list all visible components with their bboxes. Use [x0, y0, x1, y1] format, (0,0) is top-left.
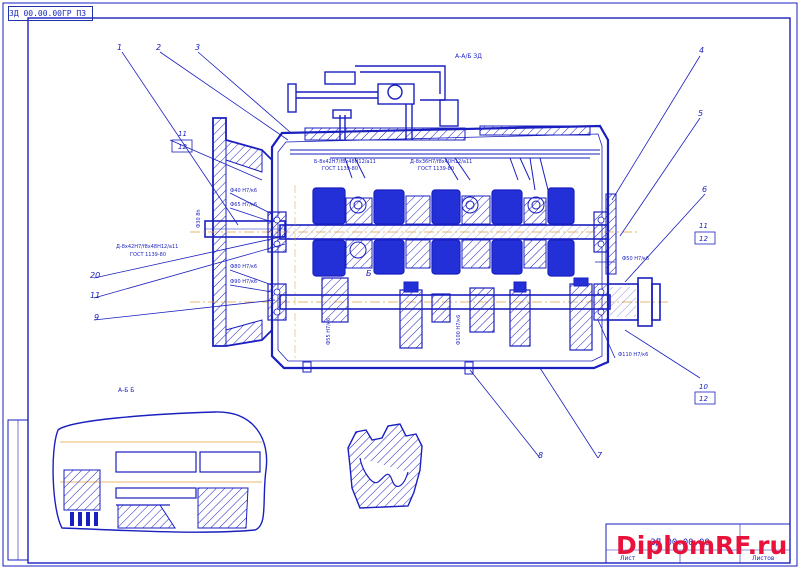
dim-d1: Ф40 Н7/к6 [230, 188, 257, 194]
dim-d2: Ф65 Н7/к6 [230, 202, 257, 208]
dim-spline2b: ГОСТ 1139-80 [418, 166, 454, 172]
drawing-code-stamp: ЗД 00.00.00ГР ПЗ 15.05.2005 [8, 6, 93, 21]
label-10-right: 10 [699, 383, 708, 391]
dim-spline1b: ГОСТ 1139-80 [322, 166, 358, 172]
dim-spline1: Б-8х42Н7/f8х48Н12/а11 [314, 159, 376, 165]
view-title: А-А/Б ЗД [455, 53, 482, 60]
label-12-top: 12 [178, 143, 187, 151]
title-code: ЗД 00.00.00 [650, 538, 710, 548]
section-title: А-Б Б [118, 387, 134, 394]
title-sheets: Листов [752, 555, 775, 562]
leader-lines [93, 51, 706, 459]
label-12b-right: 12 [699, 395, 708, 403]
dim-d3: Ф80 Н7/к6 [230, 264, 257, 270]
label-12-right: 12 [699, 235, 708, 243]
label-11-top: 11 [178, 130, 187, 138]
callout-2: 2 [156, 43, 161, 52]
callout-8: 8 [538, 451, 543, 460]
output-flange [607, 277, 661, 327]
top-cover [304, 127, 466, 141]
callout-5: 5 [698, 109, 703, 118]
title-block [605, 523, 791, 564]
label-11-right: 11 [699, 222, 708, 230]
dim-spline3: Д-8х42Н7/f8х48Н12/а11 [116, 244, 178, 250]
dim-d7: Ф55 Н7/к6 [326, 318, 332, 345]
bearings [267, 211, 609, 321]
dim-d4: Ф90 Н7/к6 [230, 279, 257, 285]
callout-1: 1 [117, 43, 122, 52]
title-sheet: Лист [620, 555, 636, 562]
shift-mechanism [287, 65, 459, 140]
main-shaft-gears [312, 187, 575, 277]
dim-shaft: Ф30 8h [196, 209, 202, 228]
callout-3: 3 [195, 43, 200, 52]
callout-b: Б [366, 269, 372, 278]
dim-spline2: Д-8х36Н7/f8х40Н12/а11 [410, 159, 472, 165]
detail-outline [52, 411, 268, 533]
callout-9: 9 [94, 313, 99, 322]
callout-20: 20 [90, 271, 100, 280]
dim-d5: Ф50 Н7/к6 [622, 256, 649, 262]
dim-spline3b: ГОСТ 1139-80 [130, 252, 166, 258]
dim-d8: Ф100 Н7/к6 [456, 315, 462, 345]
watermark: DiplomRF.ru [616, 531, 788, 560]
callout-4: 4 [699, 46, 704, 55]
callout-7: 7 [597, 451, 603, 460]
dim-d6: Ф110 Н7/к6 [618, 352, 648, 358]
callout-11b: 11 [90, 291, 100, 300]
inner-frame [27, 17, 791, 564]
callout-6: 6 [702, 185, 707, 194]
